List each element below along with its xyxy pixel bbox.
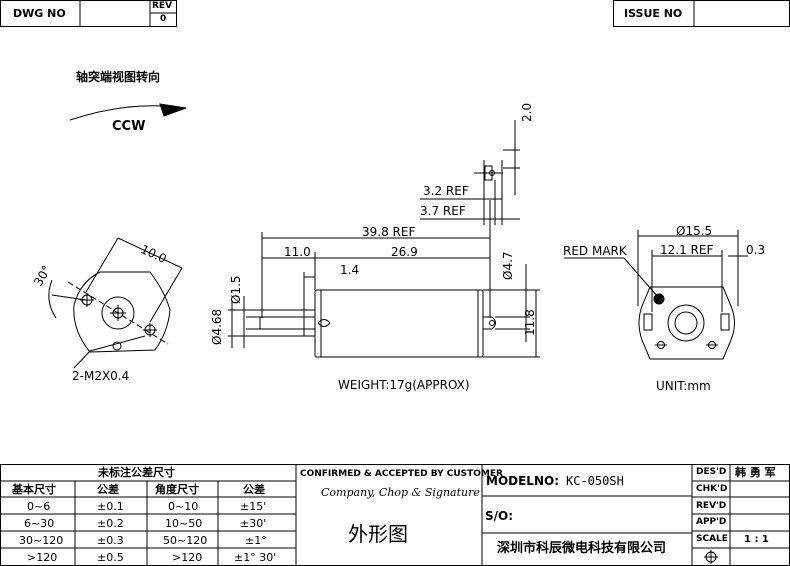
end-dim-0-3: 0.3 (746, 243, 766, 257)
confirmation-title: CONFIRMED & ACCEPTED BY CUSTOMER (300, 469, 503, 479)
red-mark-label: RED MARK (563, 244, 627, 258)
table-cell: >120 (172, 551, 203, 564)
table-cell: ±0.5 (97, 551, 124, 564)
rev-label: REV (152, 1, 173, 11)
side-dim-1-4: 1.4 (340, 263, 360, 277)
model-label: MODELNO: (486, 474, 559, 488)
des-label: DES'D (696, 467, 727, 477)
so-label: S/O: (485, 509, 514, 523)
chk-label: CHK'D (696, 484, 728, 494)
side-dim-3-2-ref: 3.2 REF (423, 184, 469, 198)
end-dim-12-1-ref: 12.1 REF (660, 243, 714, 257)
table-cell: ±0.3 (97, 534, 124, 547)
side-dim-3-7-ref: 3.7 REF (420, 204, 466, 218)
end-dim-15-5: Ø15.5 (676, 224, 713, 238)
table-cell: ±1° (245, 534, 267, 547)
model-value: KC-050SH (566, 474, 624, 488)
weight-note: WEIGHT:17g(APPROX) (338, 378, 470, 392)
table-cell: ±15' (240, 500, 267, 513)
table-cell: >120 (27, 551, 58, 564)
screw-note: 2-M2X0.4 (72, 369, 130, 383)
scale-label: SCALE (696, 534, 728, 544)
table-cell: ±0.1 (97, 500, 124, 513)
table-cell: ±0.2 (97, 517, 124, 530)
table-cell: 0~6 (27, 500, 51, 513)
rotation-direction: CCW (112, 119, 146, 134)
side-dim-2-0: 2.0 (520, 102, 534, 122)
table-cell: 6~30 (24, 517, 55, 530)
tol-header-angle-tolerance: 公差 (243, 483, 265, 496)
side-dim-shaft-dia: Ø1.5 (229, 275, 243, 304)
drawing-name: 外形图 (348, 522, 408, 546)
confirmation-subtitle: Company, Chop & Signature (321, 486, 480, 499)
tol-header-tolerance: 公差 (97, 483, 119, 496)
side-dim-11-0: 11.0 (284, 245, 311, 259)
table-cell: 50~120 (163, 534, 208, 547)
table-cell: 10~50 (165, 517, 203, 530)
company-name: 深圳市科辰微电科技有限公司 (497, 541, 667, 556)
table-cell: 0~10 (168, 500, 199, 513)
rev-value: 0 (160, 14, 167, 24)
tol-header-angle: 角度尺寸 (155, 483, 199, 496)
app-label: APP'D (696, 517, 727, 527)
side-dim-height: 11.8 (523, 309, 537, 336)
side-dim-39-8-ref: 39.8 REF (362, 225, 416, 239)
rotation-title: 轴突端视图转向 (76, 70, 161, 84)
side-dim-terminal-dia: Ø4.7 (501, 251, 515, 280)
issue-no-label: ISSUE NO (624, 7, 683, 20)
table-cell: ±1° 30' (234, 551, 277, 564)
des-value: 韩 勇 军 (735, 466, 776, 479)
tol-header-basic-size: 基本尺寸 (12, 483, 56, 496)
table-cell: ±30' (240, 517, 267, 530)
rev-d-label: REV'D (696, 501, 727, 511)
scale-value: 1 : 1 (744, 534, 769, 545)
side-dim-boss-dia: Ø4.68 (210, 308, 224, 345)
side-dim-26-9: 26.9 (391, 245, 418, 259)
dwg-no-label: DWG NO (13, 7, 66, 20)
unit-note: UNIT:mm (656, 379, 711, 393)
table-cell: 30~120 (19, 534, 64, 547)
tolerance-title: 未标注公差尺寸 (98, 466, 175, 479)
